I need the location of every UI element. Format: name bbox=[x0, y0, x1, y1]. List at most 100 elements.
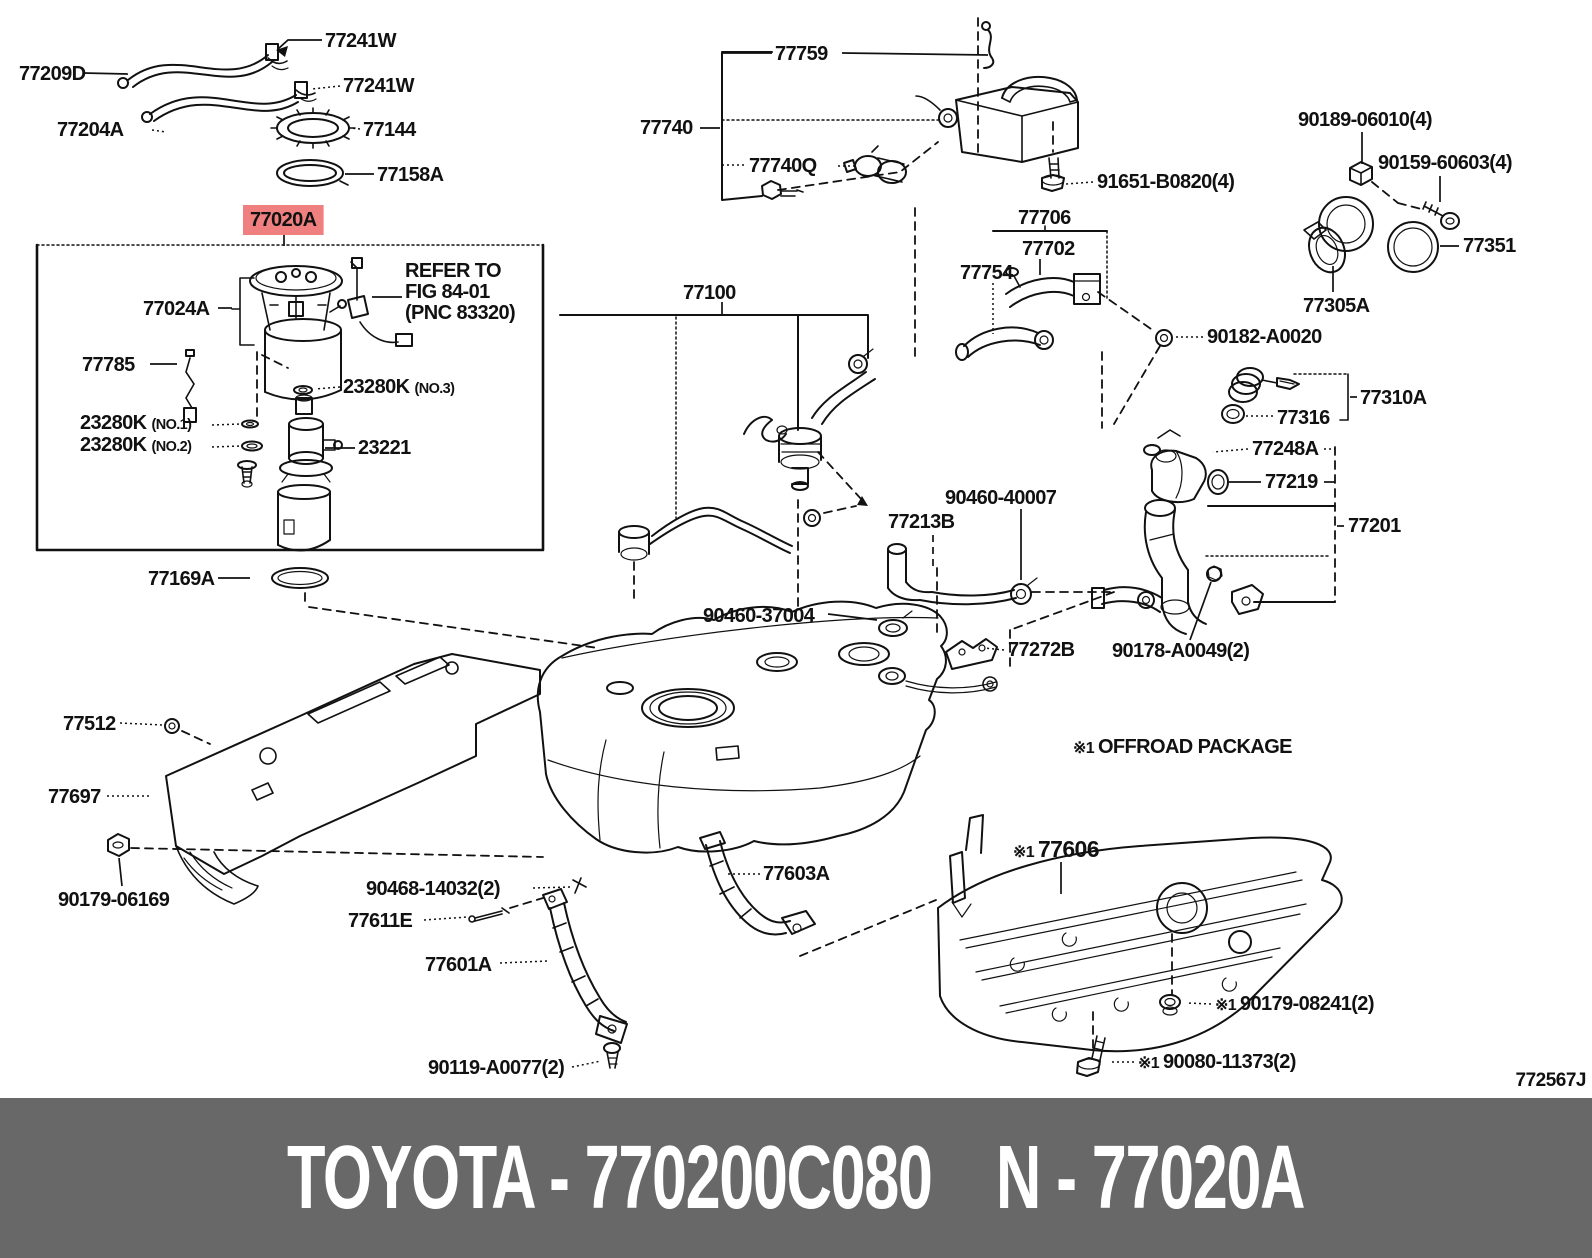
svg-text:77706: 77706 bbox=[1018, 207, 1071, 229]
part-label-77759: 77759 bbox=[722, 43, 989, 65]
svg-text:77241W: 77241W bbox=[325, 30, 397, 52]
svg-text:77603A: 77603A bbox=[763, 863, 830, 885]
part-label-77219: 77219 bbox=[1229, 471, 1335, 493]
part-label-77248A: 77248A bbox=[1212, 438, 1335, 460]
gasket-77158A bbox=[276, 159, 349, 187]
charcoal-canister bbox=[721, 17, 1079, 201]
footer-part-code: TOYOTA - 770200C080 bbox=[287, 1127, 933, 1228]
svg-text:77305A: 77305A bbox=[1303, 295, 1370, 317]
fuel-filler-pipe-77201 bbox=[1091, 429, 1336, 635]
part-label-77209D: 77209D bbox=[19, 63, 129, 85]
part-label-77020A: 77020A bbox=[243, 205, 324, 246]
part-label-77305A: 77305A bbox=[1303, 266, 1370, 317]
svg-text:※1 90080-11373(2): ※1 90080-11373(2) bbox=[1138, 1051, 1296, 1073]
part-label-77603A: 77603A bbox=[728, 863, 830, 885]
drawing-number: 772567J bbox=[1515, 1070, 1587, 1091]
part-label-77316: 77316 bbox=[1246, 407, 1331, 429]
part-label-90468-14032-2-: 90468-14032(2) bbox=[366, 878, 571, 900]
part-label-77754: 77754 bbox=[960, 262, 1015, 334]
part-label-77697: 77697 bbox=[48, 786, 152, 808]
svg-text:23221: 23221 bbox=[358, 437, 411, 459]
part-label-90189-06010-4-: 90189-06010(4) bbox=[1298, 109, 1433, 164]
diagram-line-art bbox=[35, 17, 1460, 1077]
svg-text:77100: 77100 bbox=[683, 282, 736, 304]
lock-ring-77144 bbox=[270, 107, 356, 149]
svg-text:23280K(NO.1): 23280K(NO.1) bbox=[80, 412, 192, 434]
part-label-77100: 77100 bbox=[683, 282, 737, 314]
part-label-77213B: 77213B bbox=[888, 511, 955, 566]
svg-text:77316: 77316 bbox=[1277, 407, 1330, 429]
part-label-77310A: 77310A bbox=[1350, 387, 1427, 409]
part-label-77512: 77512 bbox=[63, 713, 164, 735]
svg-text:90468-14032(2): 90468-14032(2) bbox=[366, 878, 500, 900]
svg-text:77740Q: 77740Q bbox=[749, 155, 817, 177]
part-label-77785: 77785 bbox=[82, 354, 177, 376]
breather-tube-and-lines-77100 bbox=[559, 314, 1115, 694]
part-label-77706: 77706 bbox=[1018, 207, 1072, 229]
svg-text:77310A: 77310A bbox=[1360, 387, 1427, 409]
part-label-77144: 77144 bbox=[350, 119, 418, 141]
part-label-23280K: 23280K(NO.2) bbox=[80, 434, 242, 456]
part-label-90460-37004: 90460-37004 bbox=[703, 605, 878, 627]
part-label-77024A: 77024A bbox=[143, 298, 232, 320]
part-label-90460-40007: 90460-40007 bbox=[945, 487, 1057, 580]
svg-text:77759: 77759 bbox=[775, 43, 828, 65]
oring-77169A bbox=[271, 567, 599, 649]
highlight-box bbox=[243, 205, 324, 235]
part-label-77272B: 77272B bbox=[983, 639, 1075, 661]
part-label-91651-B0820-4-: 91651-B0820(4) bbox=[1065, 171, 1235, 193]
svg-text:77219: 77219 bbox=[1265, 471, 1318, 493]
part-label-90182-A0020: 90182-A0020 bbox=[1174, 326, 1323, 348]
part-label-77201: 77201 bbox=[1336, 515, 1402, 537]
part-label-77241W: 77241W bbox=[311, 75, 415, 97]
heat-shield-77697 bbox=[107, 653, 544, 905]
tank-bands-straps bbox=[468, 831, 937, 1069]
part-label-77204A: 77204A bbox=[57, 119, 167, 141]
svg-text:90119-A0077(2): 90119-A0077(2) bbox=[428, 1057, 564, 1079]
svg-text:77213B: 77213B bbox=[888, 511, 955, 533]
part-label-90159-60603-4-: 90159-60603(4) bbox=[1378, 152, 1513, 202]
svg-text:91651-B0820(4): 91651-B0820(4) bbox=[1097, 171, 1234, 193]
part-label-77169A: 77169A bbox=[148, 568, 250, 590]
part-label-77611E: 77611E bbox=[348, 910, 469, 932]
svg-text:77144: 77144 bbox=[363, 119, 417, 141]
callout-layer: 77241W 77209D 77241W 77204A 77144 77158A 77020… bbox=[19, 30, 1517, 1079]
svg-text:77020A: 77020A bbox=[250, 209, 317, 231]
svg-text:77351: 77351 bbox=[1463, 235, 1516, 257]
svg-text:77740: 77740 bbox=[640, 117, 693, 139]
footer-pnc-code: N - 77020A bbox=[996, 1127, 1306, 1228]
part-label-77740: 77740 bbox=[640, 117, 720, 139]
part-label-77740Q: 77740Q bbox=[722, 155, 856, 177]
part-label-90179-08241-2-: ※1 90179-08241(2) bbox=[1186, 993, 1374, 1015]
svg-text:77169A: 77169A bbox=[148, 568, 215, 590]
part-label-23221: 23221 bbox=[325, 437, 412, 459]
part-label-90080-11373-2-: ※1 90080-11373(2) bbox=[1110, 1051, 1296, 1073]
fuel-tank-cap-77310A bbox=[1221, 367, 1349, 424]
svg-text:77697: 77697 bbox=[48, 786, 101, 808]
svg-text:77024A: 77024A bbox=[143, 298, 210, 320]
skid-plate-77606 bbox=[937, 814, 1343, 1077]
svg-text:77272B: 77272B bbox=[1008, 639, 1075, 661]
svg-text:90460-37004: 90460-37004 bbox=[703, 605, 816, 627]
svg-text:77204A: 77204A bbox=[57, 119, 124, 141]
part-label-77702: 77702 bbox=[1022, 238, 1076, 275]
part-label-OFFROAD-PACKAGE: ※1 OFFROAD PACKAGE bbox=[1073, 736, 1293, 758]
svg-text:90178-A0049(2): 90178-A0049(2) bbox=[1112, 640, 1249, 662]
svg-text:77201: 77201 bbox=[1348, 515, 1401, 537]
part-label-90179-06169: 90179-06169 bbox=[58, 857, 170, 911]
svg-text:※1 77606: ※1 77606 bbox=[1013, 836, 1099, 862]
part-label-77241W: 77241W bbox=[277, 30, 397, 52]
svg-text:77754: 77754 bbox=[960, 262, 1014, 284]
svg-text:77241W: 77241W bbox=[343, 75, 415, 97]
fuel-pump-module bbox=[183, 257, 413, 552]
svg-text:90159-60603(4): 90159-60603(4) bbox=[1378, 152, 1512, 174]
svg-text:77158A: 77158A bbox=[377, 164, 444, 186]
fuel-cap-hardware-top-right bbox=[1303, 161, 1460, 274]
svg-text:90182-A0020: 90182-A0020 bbox=[1207, 326, 1322, 348]
svg-text:90189-06010(4): 90189-06010(4) bbox=[1298, 109, 1432, 131]
part-label-77351: 77351 bbox=[1440, 235, 1517, 257]
part-label-77606: ※1 77606 bbox=[1013, 836, 1100, 894]
svg-text:77785: 77785 bbox=[82, 354, 135, 376]
